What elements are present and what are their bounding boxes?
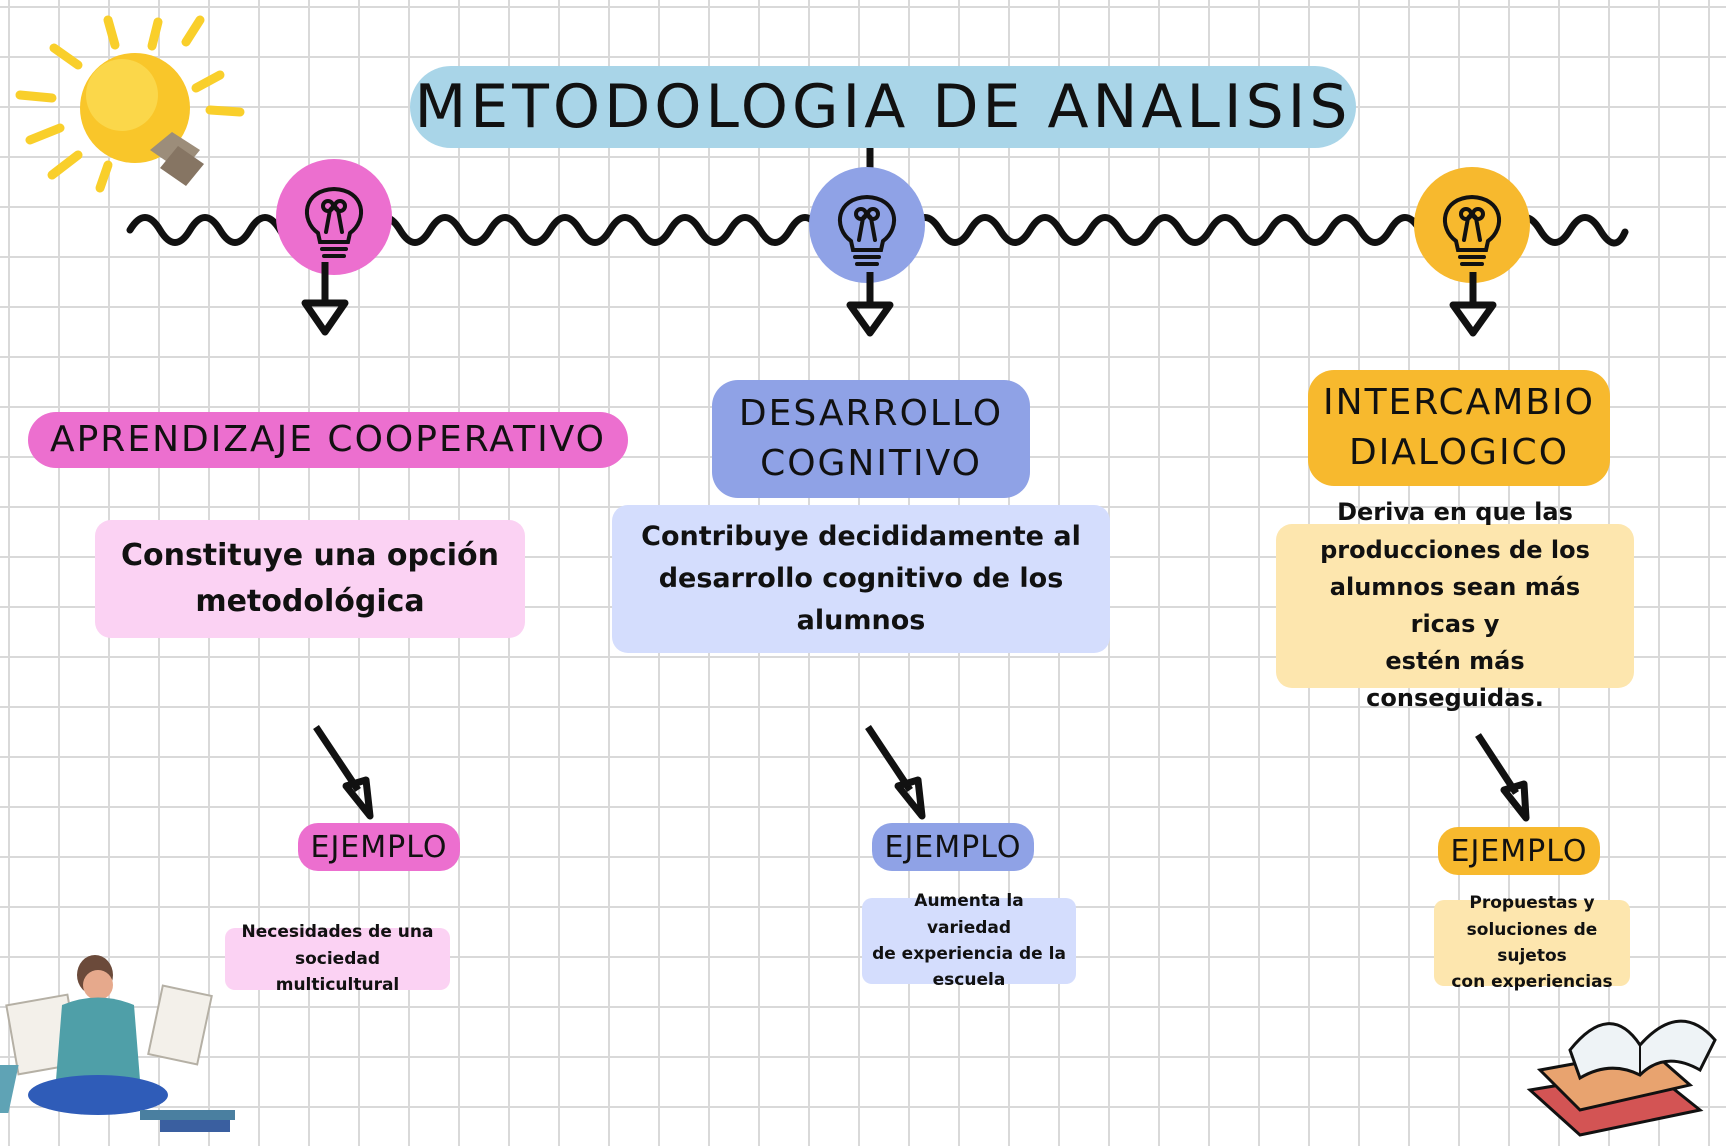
example-text: Aumenta la variedad de experiencia de la… [862,891,1076,990]
bulb-node-blue [809,167,925,283]
person-reading-illustration [0,955,235,1132]
example-line: escuela [932,970,1006,991]
description-line: desarrollo cognitivo de los [658,563,1064,595]
heading-line: APRENDIZAJE COOPERATIVO [49,418,607,460]
example-line: Propuestas y [1469,893,1595,914]
description-line: producciones de los [1320,535,1590,564]
example-line: de experiencia de la [872,944,1066,964]
example-line: soluciones de sujetos [1466,919,1598,966]
example-label: EJEMPLO [298,823,460,871]
page-title: METODOLOGIA DE ANALISIS [410,66,1356,148]
heading-intercambio-dialogico: INTERCAMBIO DIALOGICO [1308,370,1610,486]
example-line: Necesidades de una [241,922,434,943]
down-arrow-icon [846,272,894,337]
heading-aprendizaje-cooperativo: APRENDIZAJE COOPERATIVO [28,412,628,468]
example-line: sociedad multicultural [275,948,400,996]
example-text: Necesidades de una sociedad multicultura… [225,922,450,995]
description-line: alumnos [796,604,926,636]
lightbulb-icon [304,186,364,258]
example-line: Aumenta la variedad [914,891,1024,938]
heading-line: COGNITIVO [760,443,982,484]
heading-desarrollo-cognitivo: DESARROLLO COGNITIVO [712,380,1030,498]
heading-line: DESARROLLO [738,392,1004,434]
heading-line: INTERCAMBIO [1323,381,1595,423]
down-arrow-icon [1449,272,1497,337]
example-label: EJEMPLO [1438,827,1600,875]
books-illustration [1526,1019,1717,1137]
diagonal-arrow-icon [865,725,926,820]
example-line: con experiencias [1451,972,1613,993]
example-label: EJEMPLO [872,823,1034,871]
description-line: Contribuye decididamente al [641,521,1081,553]
heading-line: DIALOGICO [1348,432,1570,473]
bulb-node-pink [276,159,392,275]
description-line: Deriva en que las [1337,498,1573,527]
description-aprendizaje: Constituye una opción metodológica [95,520,525,638]
bulb-node-yellow [1414,167,1530,283]
description-line: Constituye una opción [120,537,500,573]
lightbulb-icon [837,194,897,266]
description-desarrollo: Contribuye decididamente al desarrollo c… [612,505,1110,653]
description-line: estén más conseguidas. [1366,647,1544,713]
description-intercambio: Deriva en que las producciones de los al… [1276,498,1634,712]
down-arrow-icon [301,262,349,336]
big-lightbulb-icon [15,15,245,193]
diagonal-arrow-icon [1475,733,1530,822]
description-line: alumnos sean más ricas y [1329,572,1581,638]
diagonal-arrow-icon [313,725,374,820]
example-text: Propuestas y soluciones de sujetos con e… [1434,893,1630,992]
lightbulb-icon [1442,194,1502,266]
description-line: metodológica [195,584,425,619]
